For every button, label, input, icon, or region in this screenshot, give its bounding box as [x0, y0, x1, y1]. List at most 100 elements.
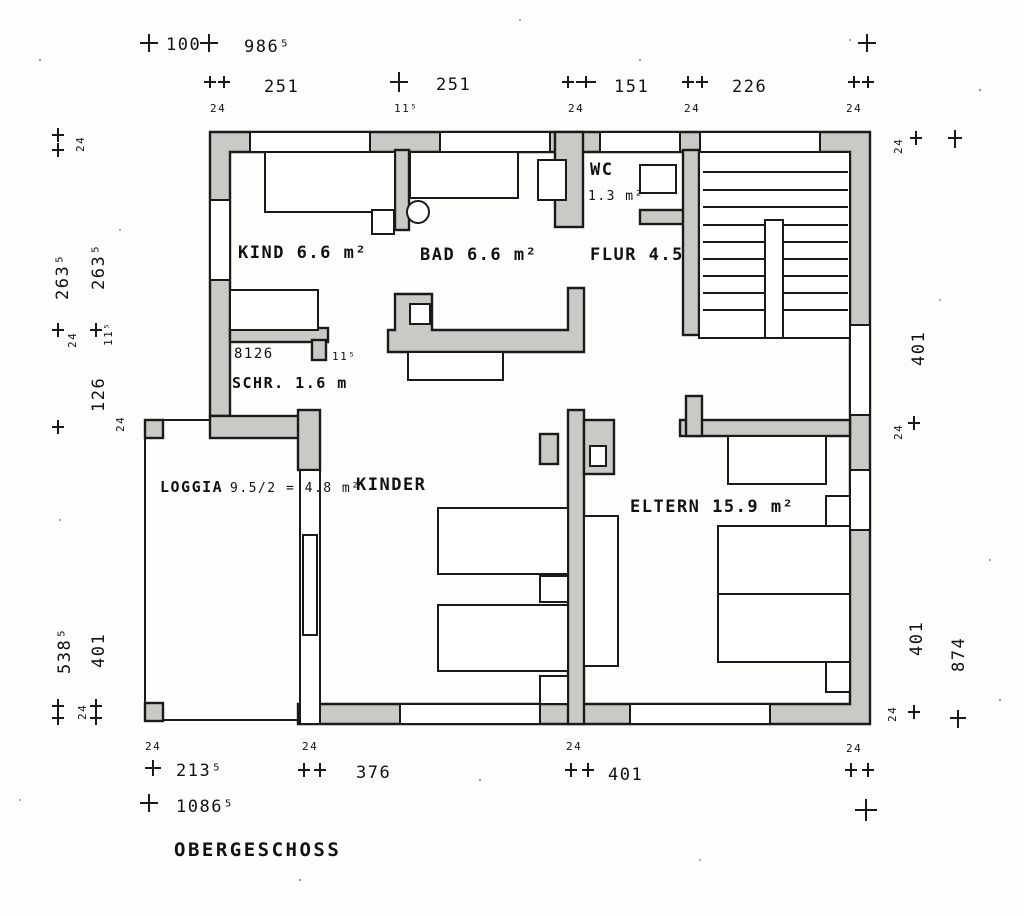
kinder-nightstand: [539, 675, 569, 705]
loggia-post-top: [143, 418, 165, 440]
label-wc: WC: [590, 160, 613, 180]
small-pillar: [538, 432, 560, 466]
dim-schr-115: 11⁵: [332, 350, 356, 363]
wall-wc-stair: [681, 148, 701, 337]
wc-toilet: [639, 164, 677, 194]
window-top-kind: [249, 131, 371, 153]
dim-bot-401: 401: [608, 765, 643, 785]
label-schr-code: 8126: [234, 346, 274, 362]
dim-left-24a: 24: [74, 136, 87, 152]
stair-stringer: [764, 219, 784, 339]
dim-bot-total: 1086⁵: [176, 797, 235, 817]
label-bad: BAD 6.6 m²: [420, 245, 537, 265]
dim-right-24c: 24: [886, 706, 899, 722]
label-kind: KIND 6.6 m²: [238, 243, 367, 263]
label-schr: SCHR. 1.6 m: [232, 374, 348, 392]
kinder-nightstand-2: [539, 575, 569, 603]
wall-kinder-eltern: [566, 408, 586, 726]
label-loggia-area: 9.5/2 = 4.8 m²: [230, 481, 361, 496]
window-bottom-kinder: [399, 703, 541, 725]
dim-top-24b: 24: [568, 102, 584, 115]
dim-bot-24c: 24: [566, 740, 582, 753]
dim-bot-213: 213⁵: [176, 761, 223, 781]
label-kinder: KINDER: [356, 475, 426, 495]
wall-wc-bottom: [638, 208, 687, 226]
dimension-ticks: [52, 34, 966, 821]
dim-top-100: 100: [166, 35, 201, 55]
dim-bot-376: 376: [356, 763, 391, 783]
dim-left-126: 126: [89, 377, 109, 412]
dim-top-24a: 24: [210, 102, 226, 115]
dim-left-263: 263⁵: [53, 253, 73, 300]
label-flur: FLUR 4.5: [590, 245, 684, 265]
dimension-labels: 100 986⁵ 251 251 151 226 24 11⁵ 24 24 24…: [53, 35, 969, 817]
dim-left-401: 401: [89, 633, 109, 668]
dim-top-151: 151: [614, 77, 649, 97]
dim-top-251a: 251: [264, 77, 299, 97]
dim-top-115: 11⁵: [394, 102, 418, 115]
window-right-stair: [849, 324, 871, 416]
dim-left-24b: 24: [66, 332, 79, 348]
wall-kind-bad: [393, 148, 411, 232]
bad-cabinet: [537, 159, 567, 201]
loggia-door: [302, 534, 318, 636]
dim-right-401b: 401: [907, 621, 927, 656]
kinder-wardrobe: [583, 515, 619, 667]
dim-bot-24b: 24: [302, 740, 318, 753]
loggia-post-bottom: [143, 701, 165, 723]
dim-left-24c: 24: [114, 416, 127, 432]
kinder-bed-2: [437, 604, 569, 672]
paper-texture: [19, 19, 1002, 882]
loggia-rail: [144, 420, 300, 721]
eltern-nightstand-1: [825, 495, 851, 527]
window-top-bad: [439, 131, 551, 153]
bad-washbasin: [406, 200, 430, 224]
dim-top-total: 986⁵: [244, 37, 291, 57]
plan-title: OBERGESCHOSS: [174, 839, 341, 861]
window-top-stair: [699, 131, 821, 153]
window-right-eltern: [849, 469, 871, 531]
dim-right-24a: 24: [892, 138, 905, 154]
label-eltern: ELTERN 15.9 m²: [630, 497, 794, 517]
eltern-dresser: [727, 435, 827, 485]
wall-eltern-stub: [684, 394, 704, 438]
staircase: [698, 151, 851, 339]
dim-bot-24a: 24: [145, 740, 161, 753]
dim-bot-24d: 24: [846, 742, 862, 755]
room-labels: KIND 6.6 m² BAD 6.6 m² FLUR 4.5 WC 1.3 m…: [160, 160, 794, 517]
dim-top-24c: 24: [684, 102, 700, 115]
dim-right-401a: 401: [909, 331, 929, 366]
dim-left-263b: 263⁵: [89, 243, 109, 290]
kind-bed: [264, 151, 396, 213]
dim-top-251b: 251: [436, 75, 471, 95]
interior-walls: [228, 130, 852, 726]
dim-left-115: 11⁵: [102, 322, 115, 346]
dim-right-874: 874: [949, 637, 969, 672]
dim-right-24b: 24: [892, 424, 905, 440]
label-wc-area: 1.3 m²: [588, 189, 644, 204]
window-top-wc: [599, 131, 681, 153]
dim-left-24d: 24: [76, 704, 89, 720]
label-loggia: LOGGIA: [160, 478, 223, 496]
loggia: [143, 408, 322, 725]
dim-top-226: 226: [732, 77, 767, 97]
kind-desk: [229, 289, 319, 331]
furniture: [229, 151, 851, 705]
bathtub: [409, 151, 519, 199]
loggia-side-wall-upper: [296, 408, 322, 472]
dim-left-538: 538⁵: [55, 627, 75, 674]
kinder-bed-1: [437, 507, 569, 575]
wall-eltern-top: [678, 418, 852, 438]
chimney-wall: [386, 286, 586, 354]
eltern-nightstand-2: [825, 661, 851, 693]
window-bottom-eltern: [629, 703, 771, 725]
chimney-flue-1: [409, 303, 431, 325]
dim-top-24d: 24: [846, 102, 862, 115]
stair-treads: [703, 171, 848, 311]
kind-nightstand: [371, 209, 395, 235]
window-left-kind: [209, 199, 231, 281]
wall-schr-stub: [310, 338, 328, 362]
chimney-flue-2: [589, 445, 607, 467]
bad-shelf: [407, 351, 504, 381]
